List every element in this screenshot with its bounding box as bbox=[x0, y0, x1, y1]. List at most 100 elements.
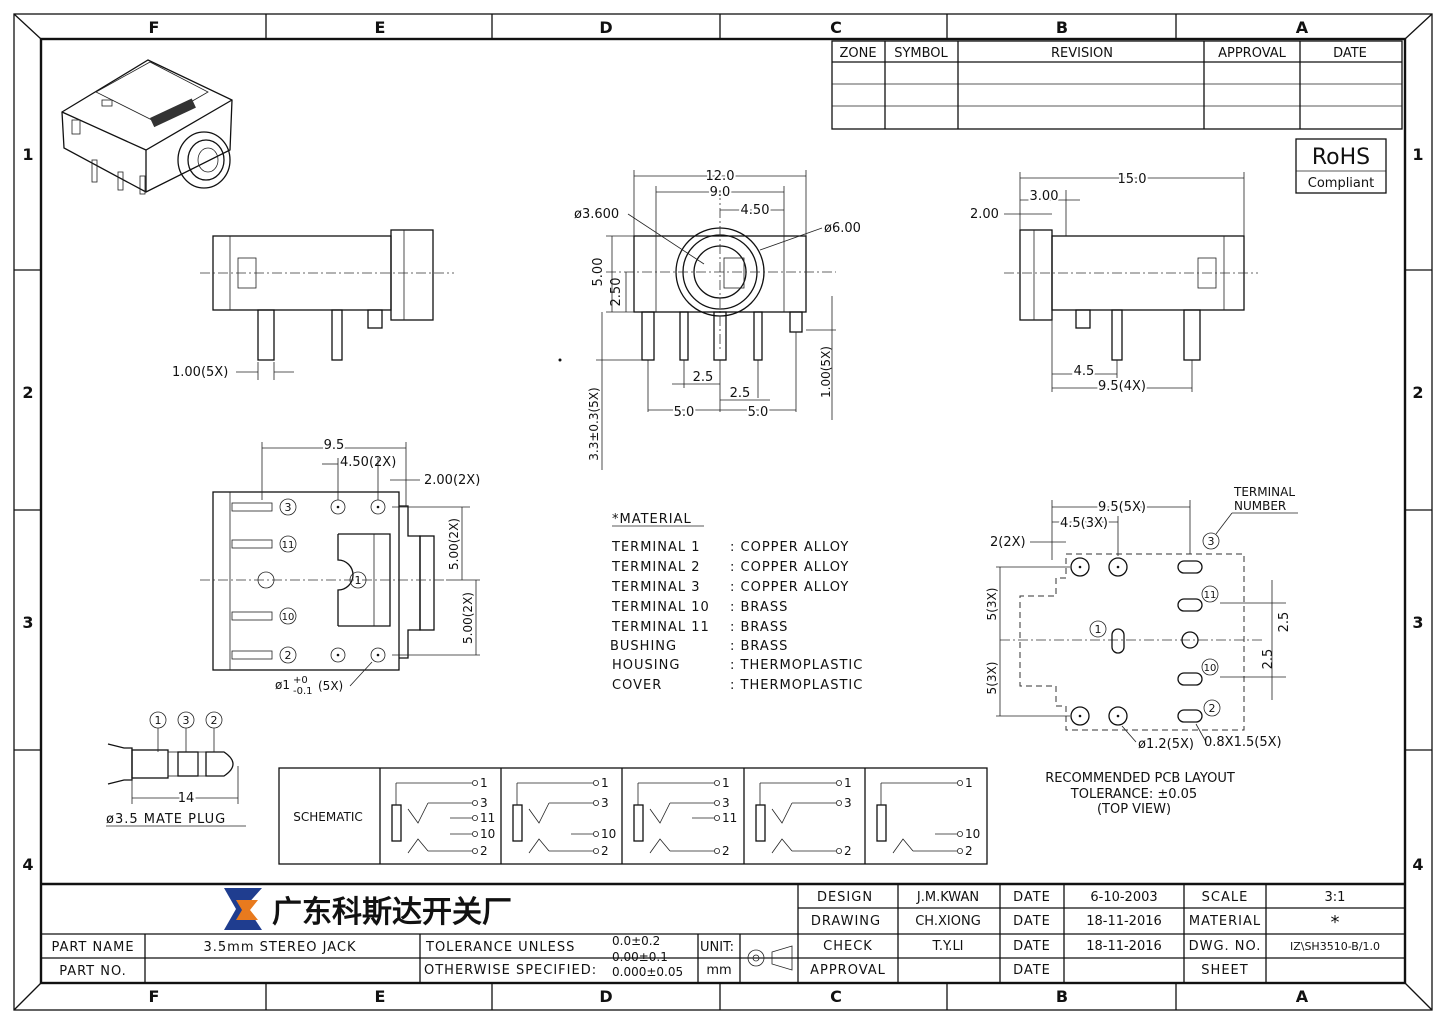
schematic-terminal-label: 3 bbox=[601, 796, 609, 810]
dim-height: 5.00 bbox=[591, 258, 606, 287]
dim-top-length: 9.5 bbox=[324, 438, 345, 453]
dim-width-total: 12.0 bbox=[706, 169, 735, 184]
schematic-terminal-node bbox=[593, 800, 600, 807]
terminal-callout: 10 bbox=[282, 612, 295, 623]
col-label-top: D bbox=[599, 18, 612, 37]
dim-top-hole: ø1 bbox=[275, 678, 290, 692]
unit-label: UNIT: bbox=[700, 940, 734, 955]
pcb-dim-slot: 0.8X1.5(5X) bbox=[1204, 735, 1282, 750]
schematic-terminal-label: 1 bbox=[844, 776, 852, 790]
dim-bushing-diameter: ø6.00 bbox=[824, 221, 861, 236]
schematic-contact bbox=[391, 804, 402, 842]
dim-half-height: 2.50 bbox=[609, 278, 624, 307]
col-label-bottom: D bbox=[599, 987, 612, 1006]
schematic-terminal-node bbox=[836, 800, 843, 807]
dim-top-vpitch2: 5.00(2X) bbox=[461, 592, 475, 644]
material-part: BUSHING bbox=[610, 639, 677, 654]
date-label: DATE bbox=[1013, 914, 1051, 929]
dim-pin-width-left: 1.00(5X) bbox=[172, 365, 228, 380]
schematic-terminal-node bbox=[471, 831, 478, 838]
pcb-terminal-label: NUMBER bbox=[1234, 499, 1286, 513]
pcb-dim-half: 4.5(3X) bbox=[1060, 516, 1108, 531]
pcb-terminal-callout: 11 bbox=[1204, 590, 1217, 601]
design-label: DESIGN bbox=[817, 890, 873, 905]
unit-value: mm bbox=[706, 963, 731, 978]
side-view-right: 15.0 3.00 2.00 4.5 9.5(4X) bbox=[970, 170, 1258, 396]
dim-pitch-a: 2.5 bbox=[693, 370, 714, 385]
schematic-terminal-label: 3 bbox=[480, 796, 488, 810]
dim-top-hole-count: (5X) bbox=[318, 679, 343, 693]
dwg-no-label: DWG. NO. bbox=[1189, 939, 1262, 954]
schematic-spring bbox=[892, 838, 914, 854]
schematic-contact bbox=[512, 804, 523, 842]
schematic-contact bbox=[876, 804, 887, 842]
dim-span-right: 5.0 bbox=[748, 405, 769, 420]
schematic-terminal-label: 1 bbox=[601, 776, 609, 790]
schematic-terminal-label: 10 bbox=[965, 827, 980, 841]
dim-flange: 2.00 bbox=[970, 207, 999, 222]
company-name: 广东科斯达开关厂 bbox=[272, 895, 512, 930]
pcb-dim-v2: 5(3X) bbox=[985, 662, 999, 695]
dim-top-hole-tol-plus: +0 bbox=[293, 675, 308, 686]
pcb-caption-line: RECOMMENDED PCB LAYOUT bbox=[1045, 771, 1235, 786]
tolerance-value-a: 0.0±0.2 bbox=[612, 934, 660, 948]
col-label-top: A bbox=[1296, 18, 1309, 37]
schematic-cell: 132 bbox=[755, 776, 852, 858]
rev-header-revision: REVISION bbox=[1051, 46, 1113, 61]
row-label-right: 1 bbox=[1412, 145, 1423, 164]
sheet-label: SHEET bbox=[1201, 963, 1248, 978]
plug-dim-length: 14 bbox=[178, 791, 195, 806]
schematic-terminal-node bbox=[957, 848, 964, 855]
pcb-dim-right1: 2.5 bbox=[1277, 612, 1292, 633]
material-heading: *MATERIAL bbox=[612, 512, 692, 527]
part-name-label: PART NAME bbox=[51, 940, 134, 955]
material-value: : BRASS bbox=[730, 639, 788, 654]
schematic-terminal-label: 2 bbox=[480, 844, 488, 858]
material-value: : COPPER ALLOY bbox=[730, 540, 849, 555]
row-label-right: 4 bbox=[1412, 855, 1423, 874]
date-drawing: 18-11-2016 bbox=[1086, 914, 1162, 929]
schematic-terminal-label: 10 bbox=[480, 827, 495, 841]
dim-span-left: 5.0 bbox=[674, 405, 695, 420]
pcb-caption-line: (TOP VIEW) bbox=[1097, 802, 1171, 817]
pcb-terminal-callout: 3 bbox=[1208, 535, 1215, 548]
pcb-dim-main: 9.5(5X) bbox=[1098, 500, 1146, 515]
tolerance-label-1: TOLERANCE UNLESS bbox=[425, 940, 575, 955]
col-label-top: C bbox=[830, 18, 842, 37]
date-label: DATE bbox=[1013, 890, 1051, 905]
schematic-terminal-label: 1 bbox=[722, 776, 730, 790]
date-design: 6-10-2003 bbox=[1090, 890, 1157, 905]
col-label-bottom: E bbox=[375, 987, 386, 1006]
terminal-callout: 11 bbox=[282, 540, 295, 551]
drawing-label: DRAWING bbox=[811, 914, 881, 929]
col-label-top: B bbox=[1056, 18, 1068, 37]
scale-label: SCALE bbox=[1202, 890, 1249, 905]
approval-label: APPROVAL bbox=[810, 963, 886, 978]
col-label-top: E bbox=[375, 18, 386, 37]
row-label-left: 2 bbox=[22, 383, 33, 402]
pcb-layout: 3 11 1 10 2 TERMINAL NUMBER 9.5(5X) 4.5(… bbox=[985, 485, 1298, 752]
terminal-callout: 1 bbox=[355, 574, 362, 587]
dim-top-hole-tol-minus: -0.1 bbox=[293, 686, 313, 697]
projection-symbol-icon bbox=[742, 945, 796, 971]
schematic-terminal-label: 1 bbox=[480, 776, 488, 790]
rohs-subtitle: Compliant bbox=[1308, 176, 1374, 191]
pcb-dim-right2: 2.5 bbox=[1261, 649, 1276, 670]
terminal-callout: 2 bbox=[285, 649, 292, 662]
date-label: DATE bbox=[1013, 963, 1051, 978]
schematic-terminal-label: 1 bbox=[965, 776, 973, 790]
material-value: : BRASS bbox=[730, 600, 788, 615]
material-part: TERMINAL 1 bbox=[611, 540, 701, 555]
plug-name: ø3.5 MATE PLUG bbox=[106, 812, 226, 827]
col-label-bottom: F bbox=[149, 987, 160, 1006]
schematic-terminal-node bbox=[836, 780, 843, 787]
revision-table: ZONE SYMBOL REVISION APPROVAL DATE bbox=[831, 40, 1403, 130]
material-part: HOUSING bbox=[612, 658, 680, 673]
schematic-terminal-node bbox=[593, 848, 600, 855]
schematic-terminal-node bbox=[957, 780, 964, 787]
schematic-spring bbox=[528, 802, 550, 824]
rev-header-date: DATE bbox=[1333, 46, 1367, 61]
